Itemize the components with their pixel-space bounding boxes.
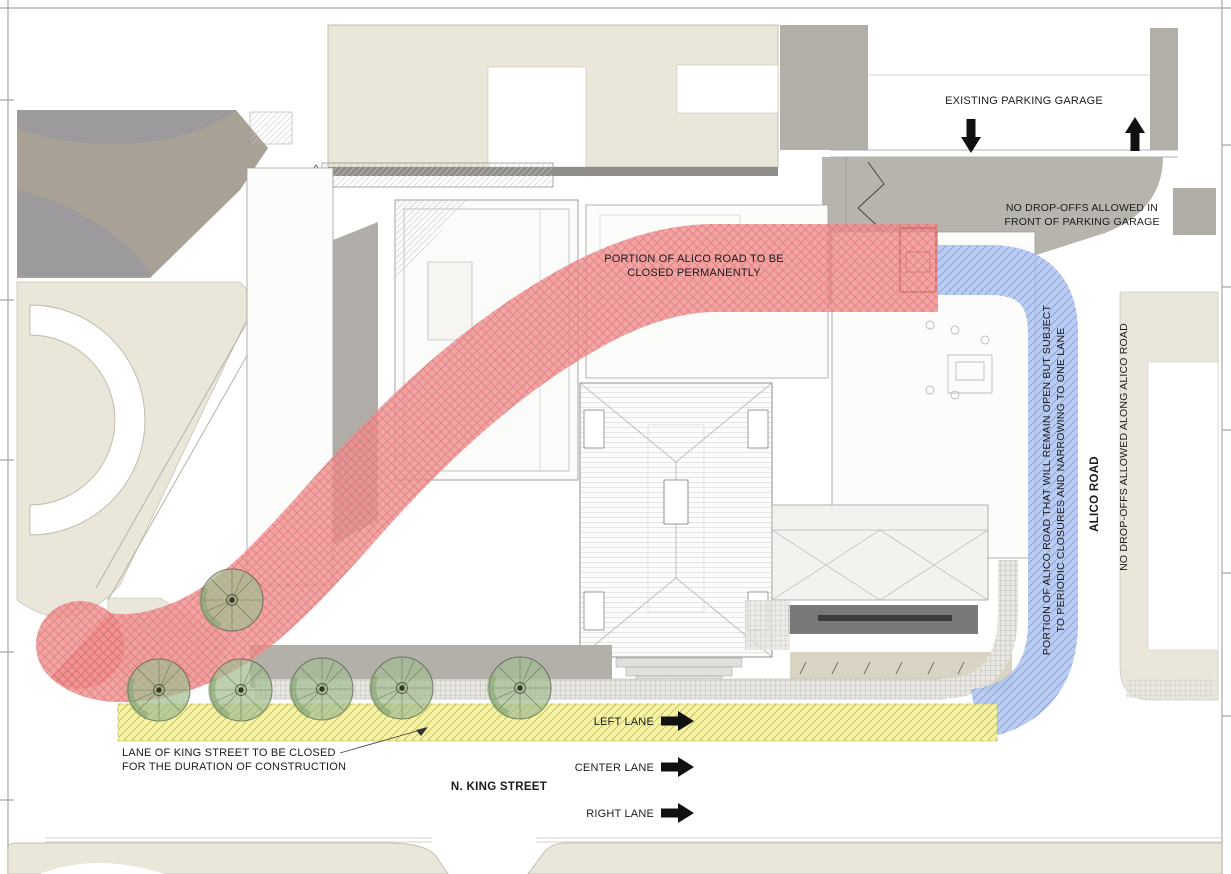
leader-line [339, 728, 425, 754]
tree [291, 658, 353, 720]
annotations: EXISTING PARKING GARAGE NO DROP-OFFS ALL… [122, 95, 1159, 823]
king-lane-closed-line1: LANE OF KING STREET TO BE CLOSED [122, 747, 336, 759]
across-road-block [1173, 188, 1216, 235]
tree [128, 659, 190, 721]
closed-road-overlay [36, 224, 938, 703]
tree [201, 569, 263, 631]
diagonal-road-edges [95, 295, 275, 601]
no-dropoffs-garage-line1: NO DROP-OFFS ALLOWED IN [1006, 202, 1158, 214]
alico-open-label-line1: PORTION OF ALICO ROAD THAT WILL REMAIN O… [1041, 304, 1053, 655]
cupola [663, 479, 689, 525]
tree [210, 659, 272, 721]
roof-terrace-details [925, 320, 993, 400]
courtyard [427, 261, 473, 341]
east-block [1119, 291, 1219, 701]
south-sidewalks [7, 837, 1223, 874]
north-building [299, 24, 868, 189]
leader-arrowhead-icon [416, 727, 428, 736]
circular-drive [29, 304, 146, 536]
alico-open-label-line2: TO PERIODIC CLOSURES AND NARROWING TO ON… [1055, 327, 1067, 632]
alico-closed-label-line1: PORTION OF ALICO ROAD TO BE [604, 253, 784, 265]
open-road-overlay [938, 245, 1078, 739]
parking-garage-label: EXISTING PARKING GARAGE [945, 95, 1103, 107]
alico-closed-label-line2: CLOSED PERMANENTLY [627, 267, 761, 279]
king-lane-closed-line2: FOR THE DURATION OF CONSTRUCTION [122, 761, 346, 773]
east-wing [745, 504, 989, 650]
main-hall-roof [579, 382, 773, 686]
right-lane-label: RIGHT LANE [586, 808, 654, 820]
king-street-label: N. KING STREET [451, 781, 547, 793]
no-dropoffs-garage-line2: FRONT OF PARKING GARAGE [1004, 216, 1159, 228]
no-dropoffs-alico-label: NO DROP-OFFS ALLOWED ALONG ALICO ROAD [1118, 323, 1130, 571]
canopy-slats [321, 162, 554, 188]
northwest-buildings [17, 110, 293, 278]
center-lane-label: CENTER LANE [575, 762, 654, 774]
left-lane-label: LEFT LANE [594, 716, 654, 728]
paver-walk [255, 560, 1018, 699]
tree [371, 657, 433, 719]
tree [489, 657, 551, 719]
alico-road-label: ALICO ROAD [1089, 456, 1101, 532]
